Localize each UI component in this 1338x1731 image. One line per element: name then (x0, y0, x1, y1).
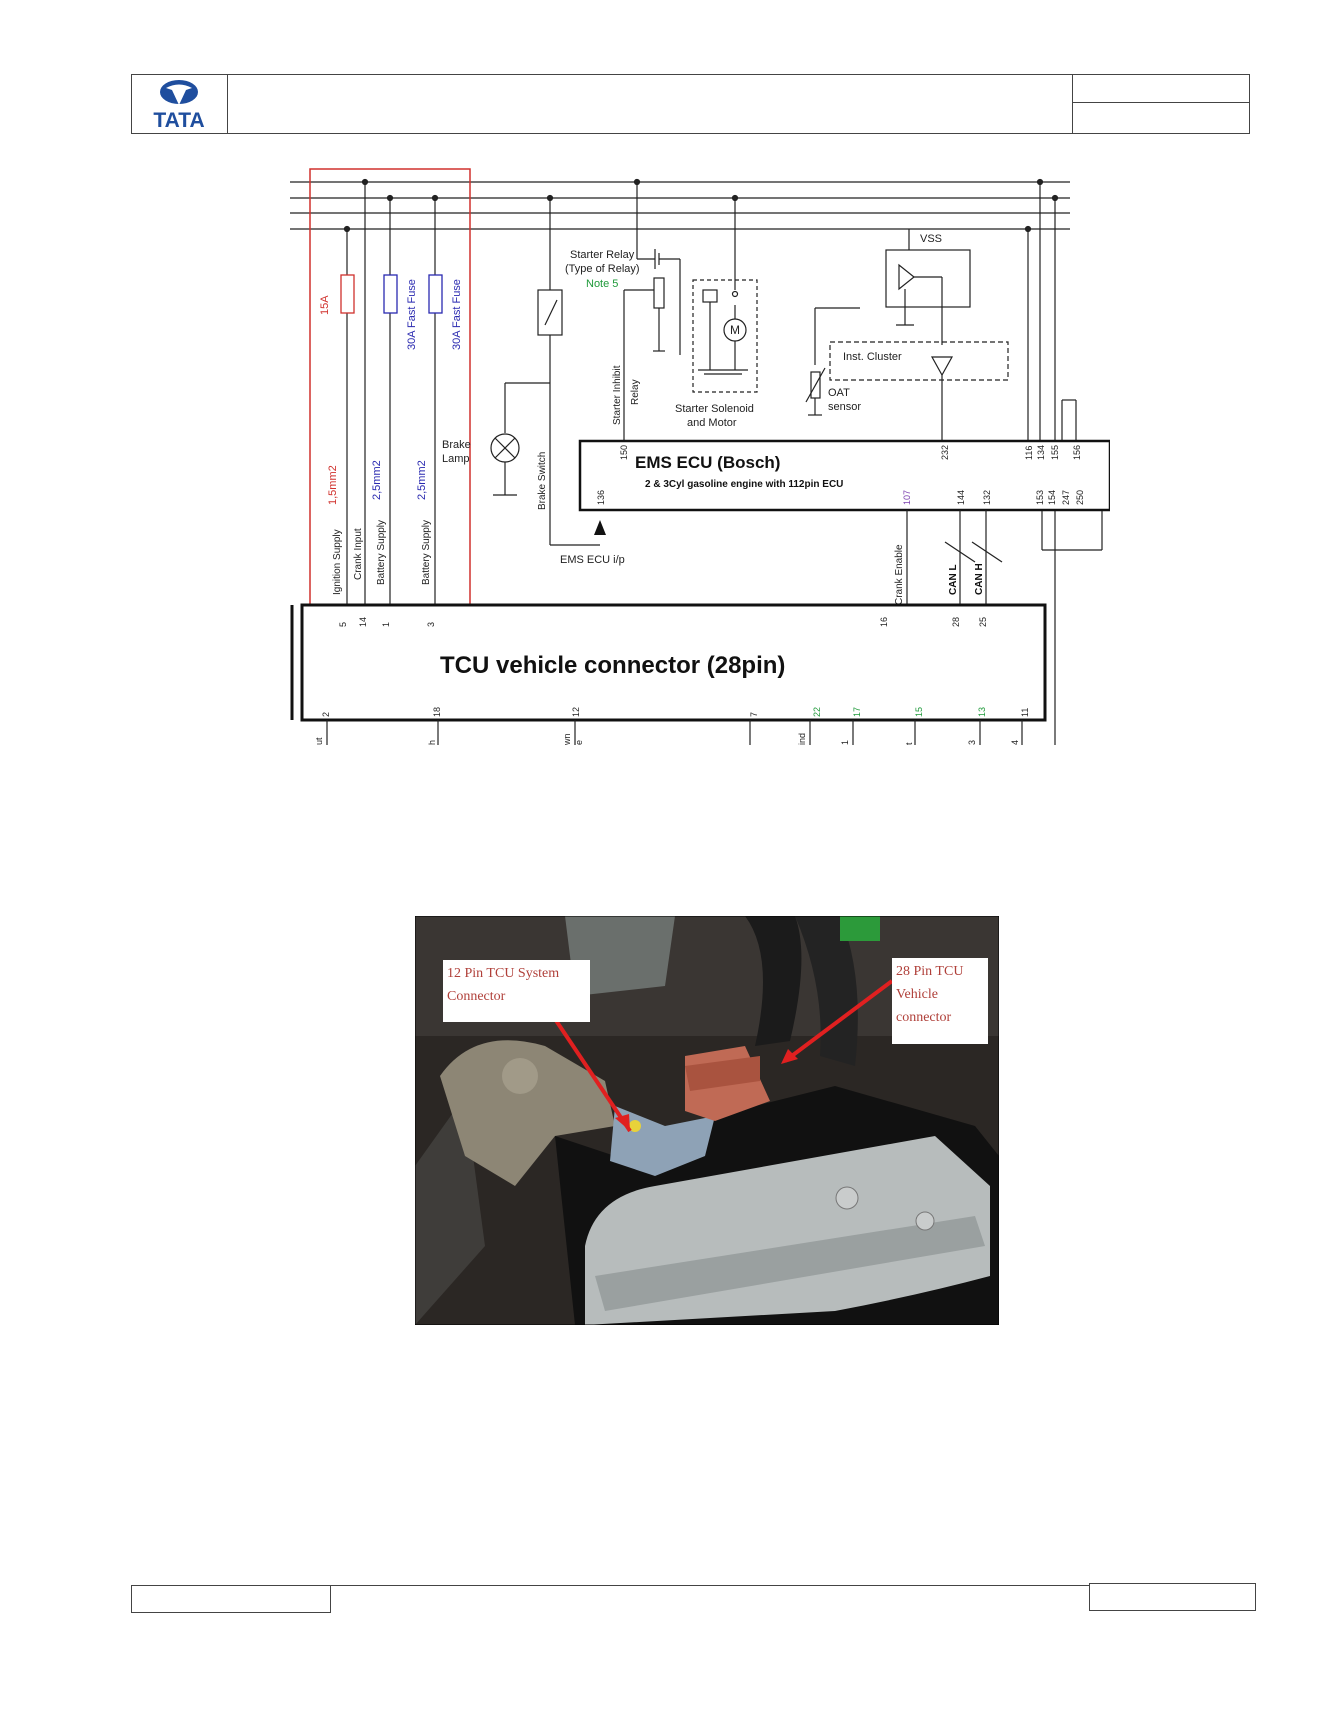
tata-logo: TATA (132, 75, 228, 133)
oat-sensor-label: sensor (828, 401, 861, 413)
fuse-30a-label-1: 30A Fast Fuse (406, 279, 418, 350)
footer-left-box (131, 1585, 331, 1613)
pin-label: wn (562, 733, 572, 745)
ems-title: EMS ECU (Bosch) (635, 453, 780, 472)
pin-label: 247 (1061, 490, 1071, 505)
solenoid-box (692, 279, 758, 393)
wire-size-label: 1,5mm2 (327, 465, 339, 505)
pin-label: ut (314, 737, 324, 745)
pin-label: 144 (956, 490, 966, 505)
ems-input-label: EMS ECU i/p (560, 554, 625, 566)
wiring-diagram: 15A 30A Fast Fuse 30A Fast Fuse 1,5mm2 2… (290, 168, 1110, 745)
arrow-right-icon (783, 979, 894, 1063)
fuse-30a-label-2: 30A Fast Fuse (451, 279, 463, 350)
pin-label: 3 (426, 622, 436, 627)
tcu-title: TCU vehicle connector (28pin) (440, 652, 785, 679)
starter-relay-type-label: (Type of Relay) (565, 263, 640, 275)
pin-label: 107 (902, 490, 912, 505)
pin-label: 18 (432, 707, 442, 717)
pin-label: h (427, 740, 437, 745)
pin-label: 155 (1050, 445, 1060, 460)
wire-size-label: 2,5mm2 (371, 460, 383, 500)
battery-supply-label: Battery Supply (376, 520, 387, 585)
pin-label: 5 (338, 622, 348, 627)
brake-switch-label: Brake Switch (537, 452, 548, 510)
pin-label: 28 (951, 617, 961, 627)
pin-label: 150 (619, 445, 629, 460)
pin-label: 7 (749, 712, 759, 717)
tcu-connector-box (300, 603, 1047, 722)
pin-label: 1 (840, 740, 850, 745)
header-info-box (1072, 75, 1249, 133)
motor-label: M (730, 323, 740, 337)
ems-ecu-box (578, 439, 1110, 512)
pin-label: 1 (381, 622, 391, 627)
ignition-supply-label: Ignition Supply (332, 529, 343, 595)
can-l-label: CAN L (948, 564, 959, 595)
battery-supply-label: Battery Supply (421, 520, 432, 585)
tcu-bottom-pins: 2 18 12 7 22 17 15 13 11 (321, 707, 1030, 717)
vss-label: VSS (920, 233, 942, 245)
brake-lamp-label: Brake (442, 439, 471, 451)
pin-label: 134 (1036, 445, 1046, 460)
fuse-15a-label: 15A (319, 295, 331, 315)
pin-label: 132 (982, 490, 992, 505)
can-h-label: CAN H (974, 563, 985, 595)
fuse-30a-icon (428, 274, 443, 314)
footer-line (331, 1585, 1089, 1586)
pin-label: ind (797, 733, 807, 745)
pin-label: 153 (1035, 490, 1045, 505)
arrow-left-icon (553, 1017, 632, 1133)
tcu-top-pins: 5 14 1 3 16 28 25 (338, 617, 988, 627)
label-28pin: 28 Pin TCU Vehicle connector (892, 958, 988, 1044)
label-12pin: 12 Pin TCU System Connector (443, 960, 590, 1022)
pin-label: t (904, 742, 914, 745)
pin-label: 16 (879, 617, 889, 627)
fuse-15a-icon (340, 274, 355, 314)
pin-label: 17 (852, 707, 862, 717)
oat-label: OAT (828, 387, 850, 399)
starter-inhibit-label: Starter Inhibit (612, 365, 623, 425)
pin-label: 2 (321, 712, 331, 717)
brake-lamp-label: Lamp (442, 453, 470, 465)
pin-label: 11 (1020, 708, 1030, 717)
pin-label: 15 (914, 707, 924, 717)
pin-label: 154 (1047, 490, 1057, 505)
crank-enable-label: Crank Enable (894, 544, 905, 605)
pin-label: 232 (940, 445, 950, 460)
pin-label: 25 (978, 617, 988, 627)
footer-right-box (1089, 1583, 1256, 1611)
ems-input-arrow-icon (594, 520, 606, 535)
page-header: TATA (131, 74, 1250, 134)
logo-text: TATA (153, 109, 204, 132)
note5-label: Note 5 (586, 278, 618, 290)
ems-subtitle: 2 & 3Cyl gasoline engine with 112pin ECU (645, 479, 843, 490)
pin-label: 3 (967, 740, 977, 745)
pin-label: e (574, 740, 584, 745)
pin-label: 12 (571, 707, 581, 717)
starter-relay-label: Starter Relay (570, 249, 635, 261)
bus-lines (290, 181, 1070, 230)
pin-label: 136 (596, 490, 606, 505)
pin-label: 13 (977, 707, 987, 717)
starter-inhibit-relay-label: Relay (630, 379, 641, 405)
pin-label: 116 (1024, 446, 1034, 460)
crank-input-label: Crank Input (353, 528, 364, 580)
inst-cluster-label: Inst. Cluster (843, 351, 902, 363)
solenoid-label: Starter Solenoid (675, 403, 754, 415)
solenoid-motor-label: and Motor (687, 417, 737, 429)
pin-label: 4 (1010, 740, 1020, 745)
pin-label: 250 (1075, 490, 1085, 505)
pin-label: 14 (358, 617, 368, 627)
tcu-connector-photo: 12 Pin TCU System Connector 28 Pin TCU V… (415, 916, 999, 1325)
fuse-30a-icon (383, 274, 398, 314)
wire-size-label: 2,5mm2 (416, 460, 428, 500)
pin-label: 22 (812, 707, 822, 717)
pin-label: 156 (1072, 445, 1082, 460)
